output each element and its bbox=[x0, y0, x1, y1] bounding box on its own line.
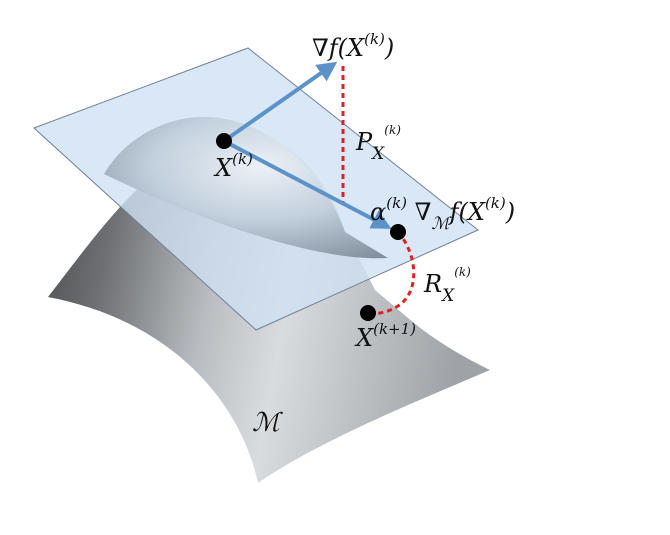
next-point-X: X bbox=[356, 324, 374, 352]
gradient-arg: (X bbox=[337, 34, 365, 62]
nabla-symbol: ∇ bbox=[312, 34, 329, 62]
next-point-dot bbox=[360, 305, 376, 321]
retraction-label: RX (k) bbox=[424, 266, 471, 305]
step-point-dot bbox=[390, 224, 406, 240]
retraction-dashed-curve bbox=[367, 231, 416, 315]
step-alpha: α bbox=[370, 198, 387, 226]
step-close: ) bbox=[505, 198, 516, 226]
retraction-R: R bbox=[424, 270, 443, 298]
current-point-sup: (k) bbox=[232, 150, 253, 168]
projection-subsup: (k) bbox=[384, 123, 401, 137]
step-arg-sup: (k) bbox=[484, 194, 506, 212]
gradient-sup: (k) bbox=[364, 30, 385, 48]
retraction-subsup: (k) bbox=[454, 265, 471, 279]
retraction-sub: X bbox=[442, 286, 455, 306]
projection-P: P bbox=[356, 128, 373, 156]
step-label: α(k) ∇ℳf(X(k)) bbox=[370, 196, 515, 233]
step-alpha-sup: (k) bbox=[386, 194, 408, 212]
current-point-X: X bbox=[215, 154, 233, 182]
step-nabla: ∇ bbox=[414, 198, 432, 226]
step-manifold-sub: ℳ bbox=[431, 214, 450, 234]
next-point-sup: (k+1) bbox=[373, 320, 416, 338]
next-point-label: X(k+1) bbox=[356, 320, 416, 352]
gradient-label: ∇f(X(k)) bbox=[312, 30, 395, 62]
step-arg: (X bbox=[458, 198, 485, 226]
gradient-close: ) bbox=[384, 34, 395, 62]
step-f: f bbox=[449, 198, 459, 226]
current-point-dot bbox=[216, 133, 232, 149]
manifold-peak bbox=[104, 116, 388, 259]
current-point-label: X(k) bbox=[215, 150, 253, 182]
manifold-label: ℳ bbox=[252, 410, 280, 436]
manifold-symbol: ℳ bbox=[252, 408, 280, 438]
riemannian-step-arrow bbox=[223, 139, 392, 229]
gradient-f: f bbox=[328, 34, 338, 62]
projection-sub: X bbox=[372, 144, 385, 164]
euclidean-gradient-arrow bbox=[222, 61, 338, 143]
projection-label: PX (k) bbox=[356, 124, 401, 163]
